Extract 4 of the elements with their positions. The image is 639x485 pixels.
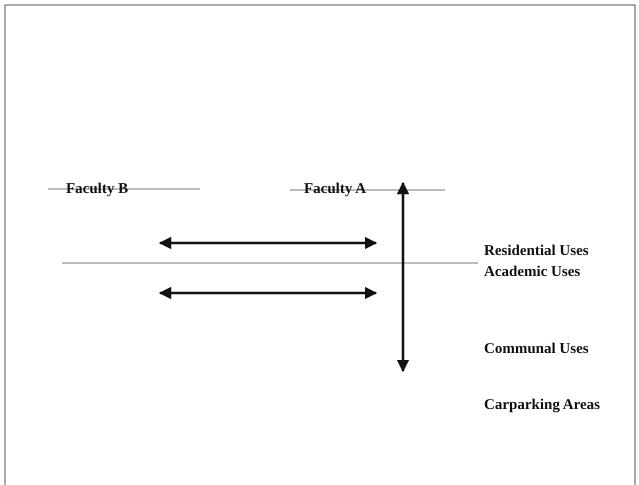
row-label: Carparking Areas: [484, 396, 600, 414]
row-label: Communal Uses: [484, 340, 589, 358]
row-label: Academic Uses: [484, 263, 580, 281]
row-label: Residential Uses: [484, 242, 589, 260]
